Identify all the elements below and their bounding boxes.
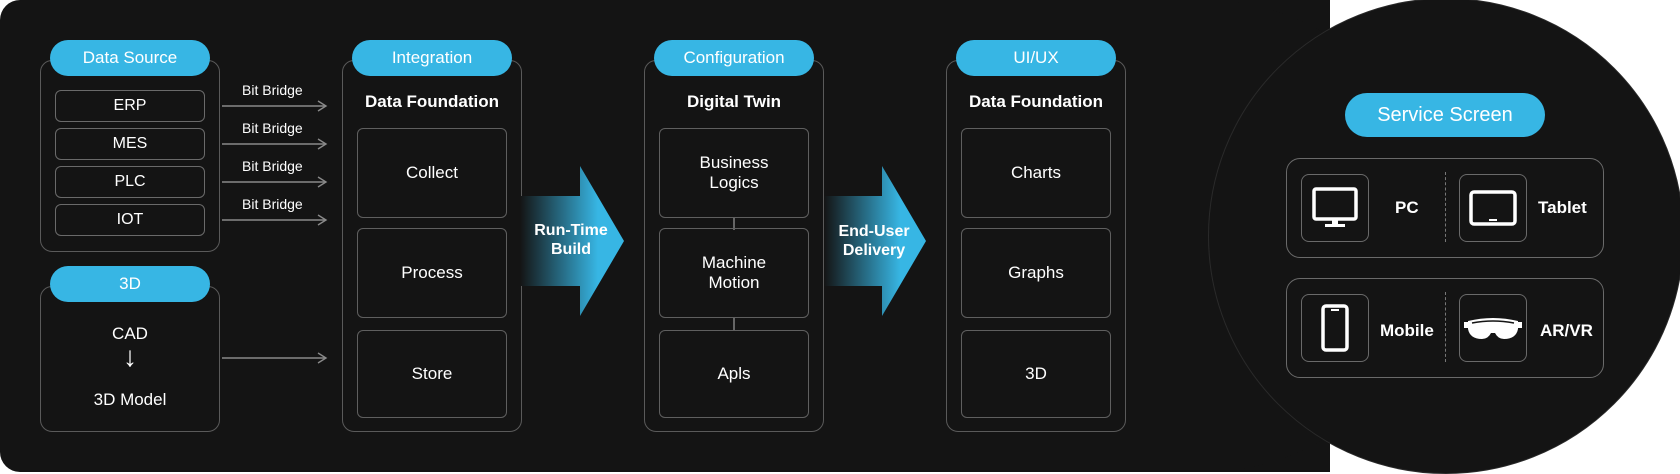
business-logics-line1: Business — [699, 153, 769, 172]
graphs-box: Graphs — [961, 228, 1111, 318]
apls-box: Apls — [659, 330, 809, 418]
delivery-label-line2: Delivery — [842, 242, 906, 259]
three-d-title: 3D — [50, 266, 210, 302]
charts-box: Charts — [961, 128, 1111, 218]
cad-label: CAD — [112, 324, 148, 343]
runtime-build-arrow — [520, 166, 624, 316]
arvr-label: AR/VR — [1540, 321, 1593, 340]
smartphone-icon — [1320, 303, 1350, 353]
source-item-mes: MES — [55, 128, 205, 160]
mobile-devices-group — [1286, 278, 1604, 378]
pc-tile — [1301, 174, 1369, 242]
uiux-title: UI/UX — [956, 40, 1116, 76]
business-logics-line2: Logics — [709, 173, 759, 192]
arvr-tile — [1459, 294, 1527, 362]
machine-motion-line1: Machine — [701, 253, 767, 272]
bit-bridge-label-iot: Bit Bridge — [242, 196, 303, 212]
desktop-devices-group — [1286, 158, 1604, 258]
end-user-delivery-label: End-User Delivery — [829, 222, 919, 260]
source-item-iot: IOT — [55, 204, 205, 236]
collect-box: Collect — [357, 128, 507, 218]
data-source-title: Data Source — [50, 40, 210, 76]
delivery-label-line1: End-User — [838, 223, 910, 240]
3d-model-label: 3D Model — [93, 390, 167, 409]
end-user-delivery-arrow — [824, 166, 926, 316]
service-screen-title: Service Screen — [1345, 93, 1545, 137]
tablet-icon — [1468, 189, 1518, 227]
mobile-tile — [1301, 294, 1369, 362]
device-divider-bottom — [1445, 292, 1446, 362]
monitor-icon — [1310, 186, 1360, 230]
integration-title: Integration — [352, 40, 512, 76]
bit-bridge-label-erp: Bit Bridge — [242, 82, 303, 98]
device-divider-top — [1445, 172, 1446, 242]
source-item-erp: ERP — [55, 90, 205, 122]
mobile-label: Mobile — [1380, 321, 1434, 340]
uiux-subtitle: Data Foundation — [968, 92, 1104, 111]
machine-motion-line2: Motion — [708, 273, 760, 292]
pc-label: PC — [1395, 198, 1419, 217]
configuration-title: Configuration — [654, 40, 814, 76]
3d-box: 3D — [961, 330, 1111, 418]
runtime-label-line1: Run-Time — [534, 222, 608, 239]
vr-headset-icon — [1464, 313, 1522, 343]
machine-motion-box: Machine Motion — [659, 228, 809, 318]
process-box: Process — [357, 228, 507, 318]
store-box: Store — [357, 330, 507, 418]
business-logics-box: Business Logics — [659, 128, 809, 218]
bit-bridge-label-mes: Bit Bridge — [242, 120, 303, 136]
tablet-label: Tablet — [1538, 198, 1587, 217]
source-item-plc: PLC — [55, 166, 205, 198]
integration-subtitle: Data Foundation — [364, 92, 500, 111]
runtime-build-label: Run-Time Build — [526, 221, 616, 259]
down-arrow-icon: ↓ — [123, 341, 137, 372]
configuration-subtitle: Digital Twin — [686, 92, 782, 111]
bit-bridge-label-plc: Bit Bridge — [242, 158, 303, 174]
runtime-label-line2: Build — [551, 241, 591, 258]
tablet-tile — [1459, 174, 1527, 242]
